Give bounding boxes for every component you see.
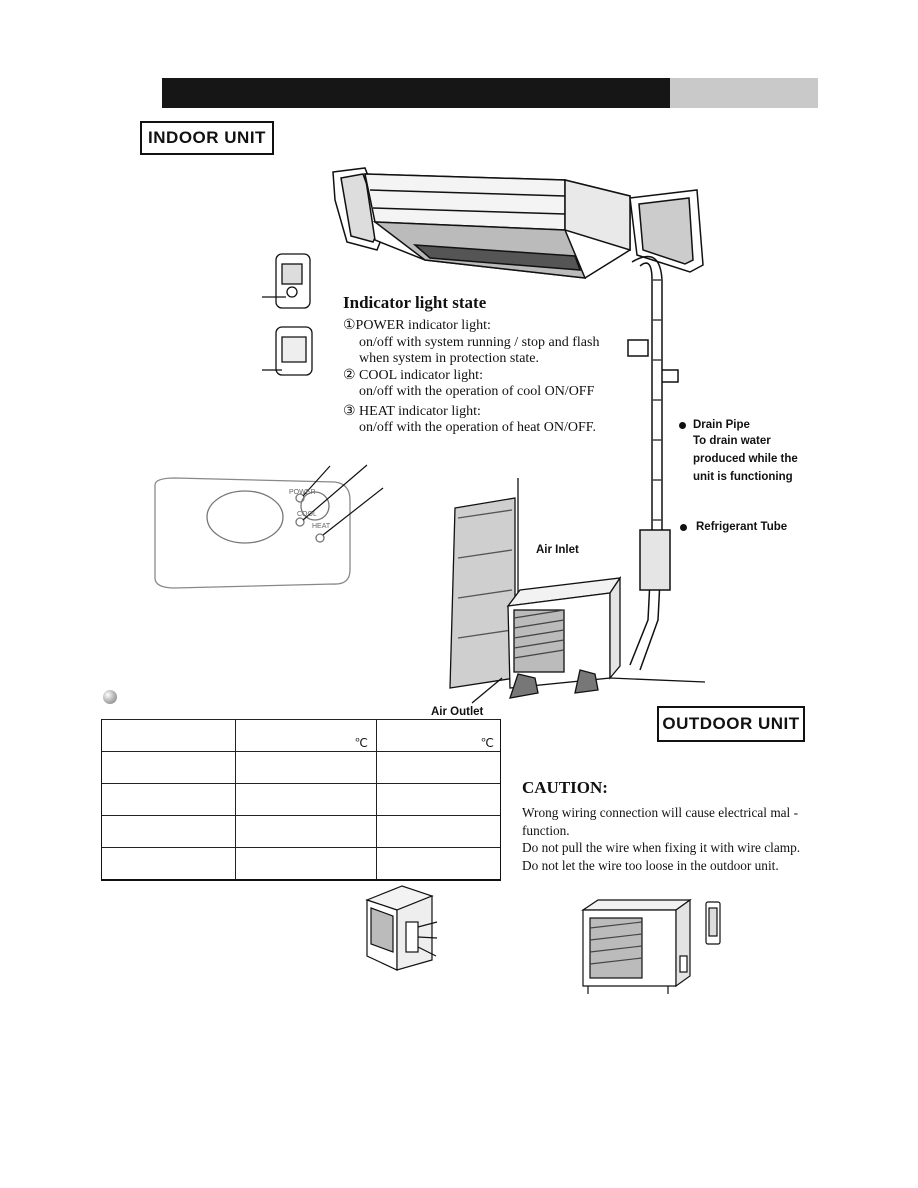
power-indicator-desc-1: on/off with system running / stop and fl… [359,335,600,350]
table-row [102,847,500,880]
table-cell [235,783,377,816]
table-cell [102,815,236,848]
panel-heat-label: HEAT [312,523,331,530]
drain-pipe-label: Drain Pipe [693,419,750,431]
heat-indicator-label: ③ HEAT indicator light: [343,404,481,419]
table-row: ℃ ℃ [102,720,500,752]
table-cell [102,751,236,784]
outdoor-unit-front-illustration [581,898,721,994]
power-indicator-label: ①POWER indicator light: [343,318,491,333]
table-cell [235,751,377,784]
caution-line-4: Do not let the wire too loose in the out… [522,857,779,873]
caution-text: Wrong wiring connection will cause elect… [522,804,822,874]
caution-title: CAUTION: [522,778,608,797]
outdoor-unit-side-illustration [365,885,438,971]
table-cell: ℃ [235,720,377,752]
bullet-icon [103,690,117,704]
table-cell [235,847,377,879]
table-row [102,783,500,816]
header-bar [162,78,670,108]
refrigerant-tube-dot [680,524,687,531]
table-cell [235,815,377,848]
drain-desc-1: To drain water [693,435,771,447]
table-cell: ℃ [376,720,500,752]
table-cell [376,815,500,848]
table-row [102,815,500,848]
table-cell [376,847,500,879]
indicator-panel [154,464,384,589]
air-outlet-label: Air Outlet [431,706,484,718]
indicator-title: Indicator light state [343,293,487,312]
indoor-unit-illustration [332,167,704,279]
air-inlet-label: Air Inlet [536,544,579,556]
caution-line-1: Wrong wiring connection will cause elect… [522,805,799,820]
spec-table: ℃ ℃ [101,719,501,881]
cool-indicator-label: ② COOL indicator light: [343,368,483,383]
cool-indicator-desc: on/off with the operation of cool ON/OFF [359,384,595,399]
caution-line-2: function. [522,822,570,838]
drain-desc-3: unit is functioning [693,471,793,483]
outdoor-unit-label: OUTDOOR UNIT [657,706,805,742]
caution-line-3: Do not pull the wire when fixing it with… [522,840,801,855]
panel-cool-label: COOL [297,511,317,518]
panel-power-label: POWER [289,489,316,496]
drain-desc-2: produced while the [693,453,798,465]
header-tab [670,78,818,108]
heat-indicator-desc: on/off with the operation of heat ON/OFF… [359,420,596,435]
outdoor-scene-illustration [449,478,706,704]
table-cell [102,720,236,752]
indoor-unit-label: INDOOR UNIT [140,121,274,155]
table-cell [376,783,500,816]
table-row [102,751,500,784]
power-indicator-desc-2: when system in protection state. [359,351,540,366]
remote-controller-illustration [262,253,313,376]
table-cell [102,783,236,816]
drain-pipe-dot [679,422,686,429]
refrigerant-tube-label: Refrigerant Tube [696,521,788,533]
pipe-illustration [627,255,679,671]
table-cell [102,848,236,880]
table-cell [376,751,500,784]
